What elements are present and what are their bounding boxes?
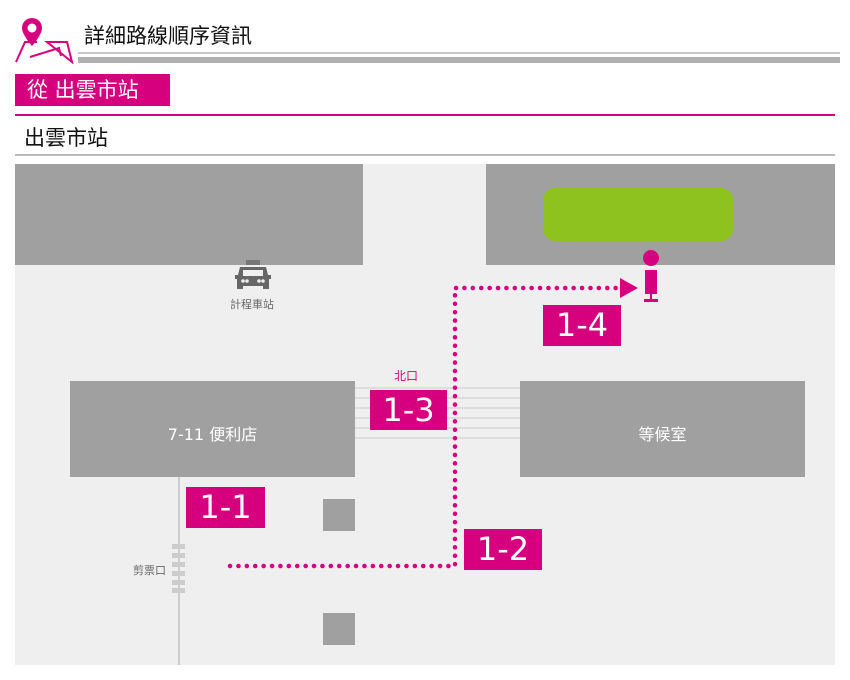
step-label-1-3: 1-3 [370,390,447,430]
divider [15,114,835,116]
convenience-store: 7-11 便利店 [70,381,355,477]
station-map: 7-11 便利店 等候室 剪票口 計程車站 北口 1-1 1-2 1-3 1-4 [15,164,835,665]
north-exit-label: 北口 [394,369,419,383]
bus-stop-area [543,188,733,241]
station-title: 出雲市站 [24,126,108,150]
convenience-store-label: 7-11 便利店 [167,425,258,444]
step-label-1-4: 1-4 [543,305,621,346]
divider [78,52,840,54]
pillar [323,613,355,645]
building-block [15,164,363,265]
ticket-gate-label: 剪票口 [133,564,166,577]
pillar [323,499,355,531]
taxi-icon [235,260,271,289]
divider [15,154,835,156]
waiting-room-label: 等候室 [638,425,687,444]
step-label-1-1: 1-1 [186,487,265,528]
ticket-gate-icon [172,544,185,593]
waiting-room: 等候室 [520,381,805,477]
page-title: 詳細路線順序資訊 [84,24,252,48]
divider [78,57,840,63]
taxi-stand-label: 計程車站 [230,298,274,311]
step-label-1-2: 1-2 [464,529,542,570]
from-badge: 從 出雲市站 [15,74,170,106]
bus-stop-person-icon [643,250,659,302]
arrow-icon [620,278,638,298]
route-path [227,250,659,569]
map-pin-icon [15,18,74,64]
